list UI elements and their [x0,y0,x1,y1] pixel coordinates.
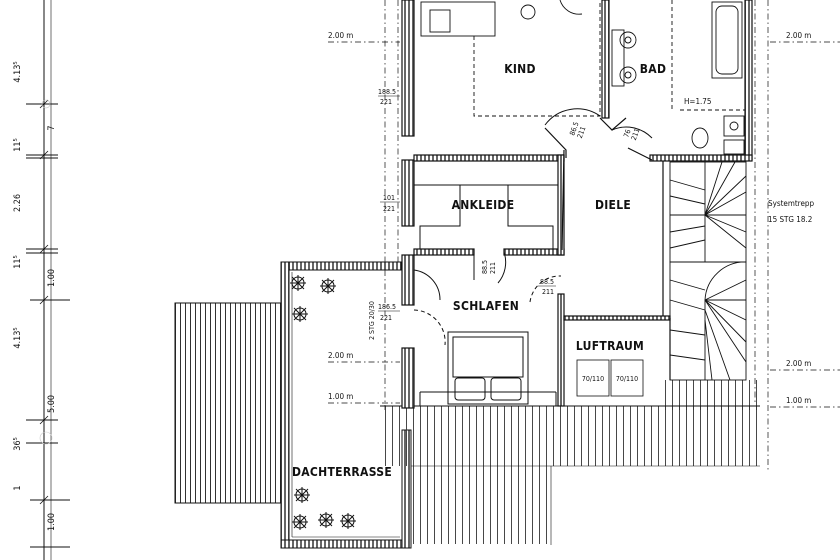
room-label-ankleide: ANKLEIDE [452,198,515,212]
window-schlafen-annotation: 186.5 221 [378,303,400,322]
svg-text:211: 211 [542,288,554,296]
svg-text:211: 211 [576,125,588,139]
kind-furniture [420,0,601,117]
luftraum-windows [576,359,644,397]
height-label-left-100: 1.00 m [328,392,353,401]
luftraum-window-left: 70/110 [582,375,604,383]
door-ankleide-annotation: 88.5 211 [481,260,497,274]
room-label-kind: KIND [504,62,536,76]
dim-left-9: 36⁵ [13,437,23,451]
room-label-schlafen: SCHLAFEN [453,299,519,313]
stair-title: Systemtrepp [768,199,814,208]
ankleide-wardrobe [414,184,558,249]
dim-left-4: 11⁵ [13,255,23,269]
svg-text:7: 7 [47,125,57,130]
height-label-right-200: 2.00 m [786,31,811,40]
height-lines [328,0,840,470]
svg-text:221: 221 [380,98,392,106]
door-bad-annotation: 76 211 [622,127,642,141]
door-kind-annotation: 86.5 211 [568,121,588,140]
bad-fixtures [611,0,745,155]
terrace-plants [290,275,356,530]
svg-text:211: 211 [630,127,642,141]
dim-left-7: 5.00 [47,395,57,413]
door-schlafen-annotation: 88.5 211 [538,278,556,296]
lower-roof [380,380,760,545]
terrace-stair-note: 2 STG 20/30 [368,301,376,340]
svg-text:221: 221 [383,205,395,213]
window-kind-annotation: 188.5 221 [378,88,400,106]
dim-left-5: 1.00 [47,269,57,287]
doors [413,108,653,346]
luftraum-window-right: 70/110 [616,375,638,383]
svg-text:88.5: 88.5 [540,278,554,286]
window-ankleide-annotation: 101 221 [380,194,400,213]
room-label-dachterrasse: DACHTERRASSE [292,465,392,479]
walls [401,0,753,409]
stair-spec: 15 STG 18.2 [768,215,812,224]
height-label-right-100: 1.00 m [786,396,811,405]
room-label-luftraum: LUFTRAUM [576,339,644,353]
bad-height-note: H=1.75 [684,97,711,106]
staircase [669,161,747,381]
dim-left-3: 2.26 [13,194,23,212]
left-dimension-chain: 4.13⁵ 11⁵ 2.26 11⁵ 1.00 4.13⁵ 5.00 1.00 … [13,0,70,560]
svg-text:221: 221 [380,314,392,322]
dim-left-6: 4.13⁵ [13,327,23,348]
svg-text:88.5: 88.5 [481,260,489,274]
svg-text:101: 101 [383,194,395,202]
svg-text:188.5: 188.5 [378,88,396,96]
room-label-diele: DIELE [595,198,631,212]
height-label-right-200-b: 2.00 m [786,359,811,368]
terrace-decking [174,302,283,504]
svg-text:76: 76 [622,128,632,138]
dim-left-8: 1.00 [47,513,57,531]
svg-text:186.5: 186.5 [378,303,396,311]
room-label-bad: BAD [640,62,666,76]
dim-left-10: 1 [13,485,23,490]
dim-left-2: 11⁵ [13,138,23,152]
schlafen-bed [419,331,557,406]
svg-text:211: 211 [489,262,497,274]
height-label-left-200: 2.00 m [328,31,353,40]
height-label-left-200-b: 2.00 m [328,351,353,360]
dim-left-1: 4.13⁵ [13,61,23,82]
